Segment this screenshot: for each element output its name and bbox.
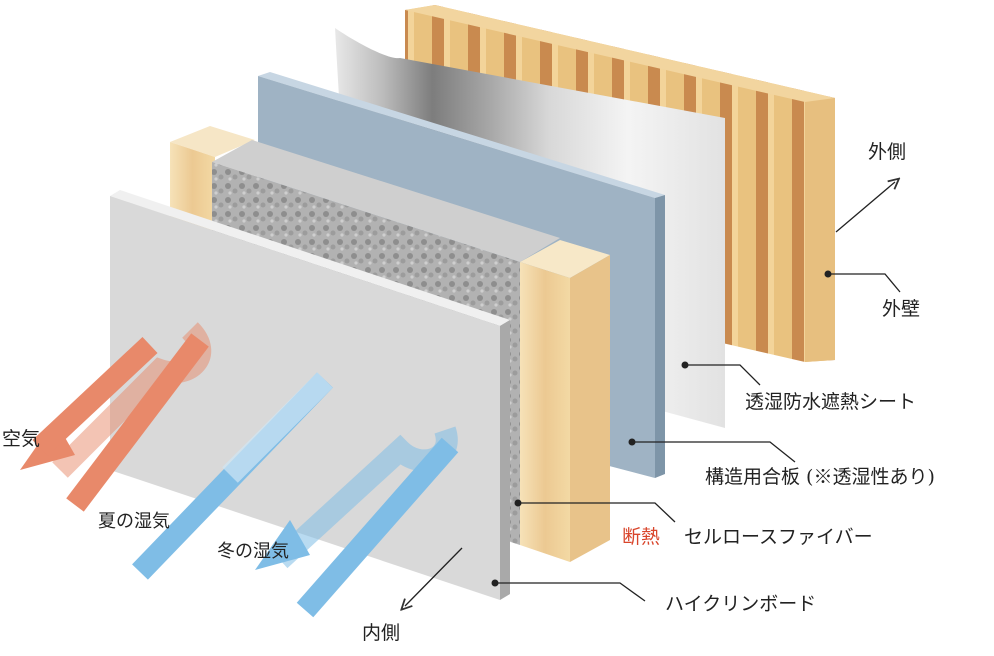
outside-label: 外側: [868, 141, 907, 163]
outside-arrow: [835, 182, 895, 233]
front-stud: [520, 240, 610, 562]
insulation-leader: [518, 502, 676, 523]
outer-wall-label: 外壁: [882, 298, 921, 320]
air-flow-arrow: [20, 322, 212, 512]
inside-arrow: [405, 547, 463, 606]
membrane-leader: [685, 364, 761, 386]
leader-dots: [491, 270, 832, 587]
outer-wall-leader: [828, 273, 901, 293]
outer-wall-dot: [824, 270, 832, 278]
leader-lines: [405, 182, 900, 606]
insulation-label: セルロースファイバー: [684, 526, 873, 548]
board-label: ハイクリンボード: [665, 593, 817, 615]
membrane-dot: [681, 361, 689, 369]
inside-label: 内側: [362, 622, 401, 644]
membrane-label: 透湿防水遮熱シート: [745, 391, 917, 413]
air-label: 空気: [2, 428, 41, 450]
plywood-label: 構造用合板 (※透湿性あり): [705, 466, 935, 488]
board-dot: [491, 579, 499, 587]
winter-moisture-arrow: [255, 426, 459, 618]
summer-moisture-arrow: [132, 372, 333, 580]
summer-moisture-label: 夏の湿気: [98, 511, 170, 532]
insulation-dot: [514, 499, 522, 507]
winter-moisture-label: 冬の湿気: [217, 541, 289, 562]
plywood-dot: [628, 438, 636, 446]
insulation-tag: 断熱: [622, 526, 661, 548]
plywood-leader: [632, 441, 796, 463]
board-leader: [495, 582, 646, 602]
